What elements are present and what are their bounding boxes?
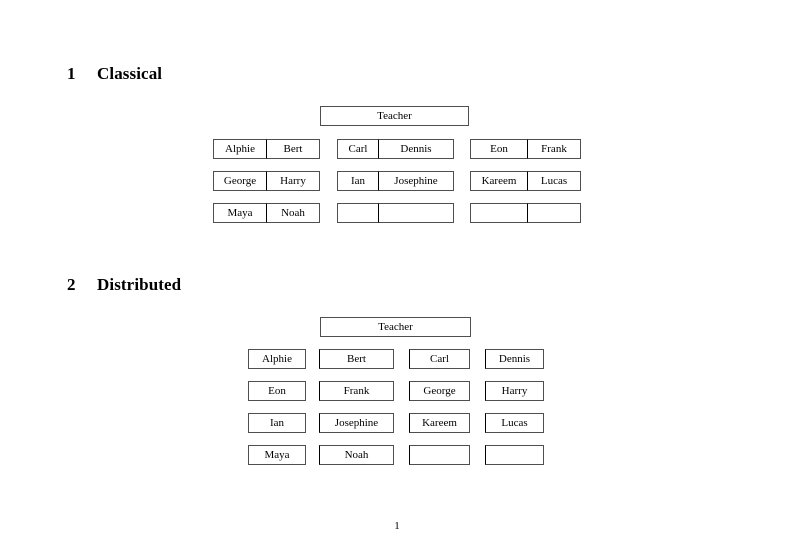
table-row: Maya Noah [213,203,320,223]
student-cell[interactable]: George [409,381,470,401]
student-cell[interactable]: George [213,171,267,191]
student-cell[interactable]: Eon [248,381,306,401]
student-cell-empty[interactable] [470,203,528,223]
table-row: Carl Dennis [337,139,454,159]
student-cell[interactable]: Lucas [527,171,581,191]
section-heading-classical: 1 Classical [67,64,162,84]
table-row [337,203,454,223]
table-row: Eon Frank [470,139,581,159]
student-cell[interactable]: Josephine [378,171,454,191]
student-cell[interactable]: Lucas [485,413,544,433]
student-cell[interactable]: Harry [266,171,320,191]
student-cell[interactable]: Maya [213,203,267,223]
section-number: 2 [67,275,76,294]
page-number: 1 [394,520,400,532]
teacher-box-distributed[interactable]: Teacher [320,317,471,337]
student-cell[interactable]: Bert [266,139,320,159]
table-row: George Harry [213,171,320,191]
student-cell-empty[interactable] [527,203,581,223]
student-cell[interactable]: Kareem [409,413,470,433]
student-cell[interactable]: Carl [337,139,379,159]
student-cell-empty[interactable] [485,445,544,465]
table-row: Kareem Lucas [470,171,581,191]
student-cell[interactable]: Noah [319,445,394,465]
student-cell[interactable]: Bert [319,349,394,369]
student-cell[interactable]: Dennis [485,349,544,369]
student-cell[interactable]: Kareem [470,171,528,191]
student-cell[interactable]: Frank [527,139,581,159]
student-cell-empty[interactable] [378,203,454,223]
table-row: Ian Josephine [337,171,454,191]
student-cell[interactable]: Carl [409,349,470,369]
student-cell[interactable]: Alphie [213,139,267,159]
section-heading-distributed: 2 Distributed [67,275,181,295]
student-cell[interactable]: Ian [248,413,306,433]
student-cell[interactable]: Harry [485,381,544,401]
student-cell[interactable]: Alphie [248,349,306,369]
student-cell[interactable]: Noah [266,203,320,223]
section-title: Classical [97,64,163,83]
student-cell-empty[interactable] [337,203,379,223]
student-cell[interactable]: Maya [248,445,306,465]
section-number: 1 [67,64,76,83]
student-cell[interactable]: Eon [470,139,528,159]
table-row [470,203,581,223]
student-cell[interactable]: Frank [319,381,394,401]
teacher-box-classical[interactable]: Teacher [320,106,469,126]
section-title: Distributed [97,275,182,294]
student-cell[interactable]: Josephine [319,413,394,433]
student-cell[interactable]: Dennis [378,139,454,159]
student-cell-empty[interactable] [409,445,470,465]
student-cell[interactable]: Ian [337,171,379,191]
table-row: Alphie Bert [213,139,320,159]
